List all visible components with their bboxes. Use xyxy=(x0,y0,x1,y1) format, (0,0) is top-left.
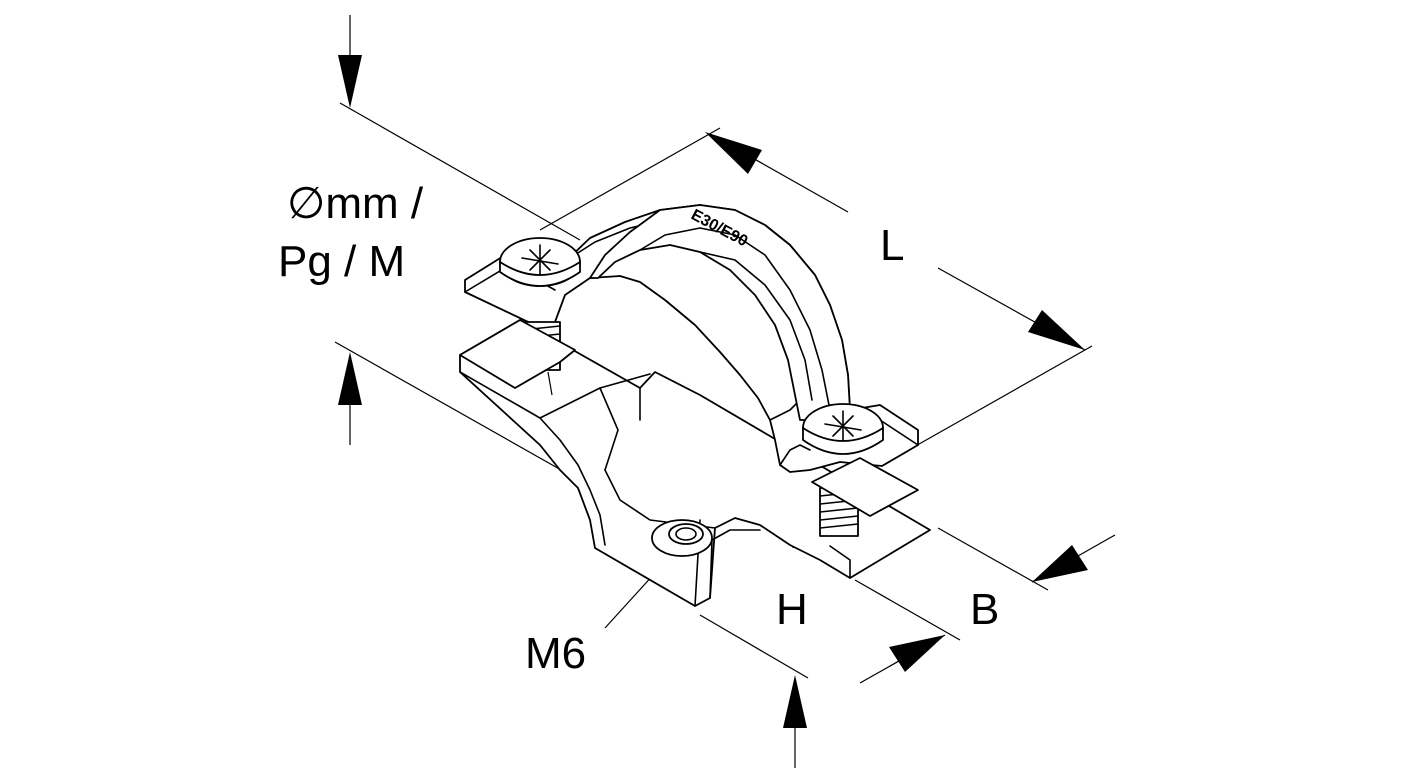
diameter-arrow-bottom xyxy=(338,352,362,405)
width-arrow-top xyxy=(1032,545,1088,582)
diameter-dimension: ∅mm / Pg / M xyxy=(278,15,601,493)
right-screw xyxy=(802,403,919,537)
length-dimension: L xyxy=(539,127,1093,453)
width-dimension: B xyxy=(854,527,1116,684)
screw-head-cross-icon xyxy=(824,410,862,442)
height-label: H xyxy=(776,585,808,634)
screw-head-cross-icon xyxy=(521,244,559,276)
height-arrow-bottom xyxy=(783,675,807,728)
diameter-label-line1: ∅mm / xyxy=(287,179,424,228)
thread-label: M6 xyxy=(525,629,586,678)
width-arrow-bottom xyxy=(889,635,945,672)
length-arrow-left xyxy=(705,132,762,174)
length-label: L xyxy=(880,221,904,270)
length-arrow-right xyxy=(1028,310,1085,350)
clamp-base xyxy=(459,319,931,607)
threaded-hole xyxy=(651,519,713,557)
diameter-arrow-top xyxy=(338,55,362,108)
left-tab xyxy=(459,319,576,389)
width-label: B xyxy=(970,585,999,634)
thread-callout: M6 xyxy=(525,539,686,678)
diameter-label-line2: Pg / M xyxy=(278,237,405,286)
